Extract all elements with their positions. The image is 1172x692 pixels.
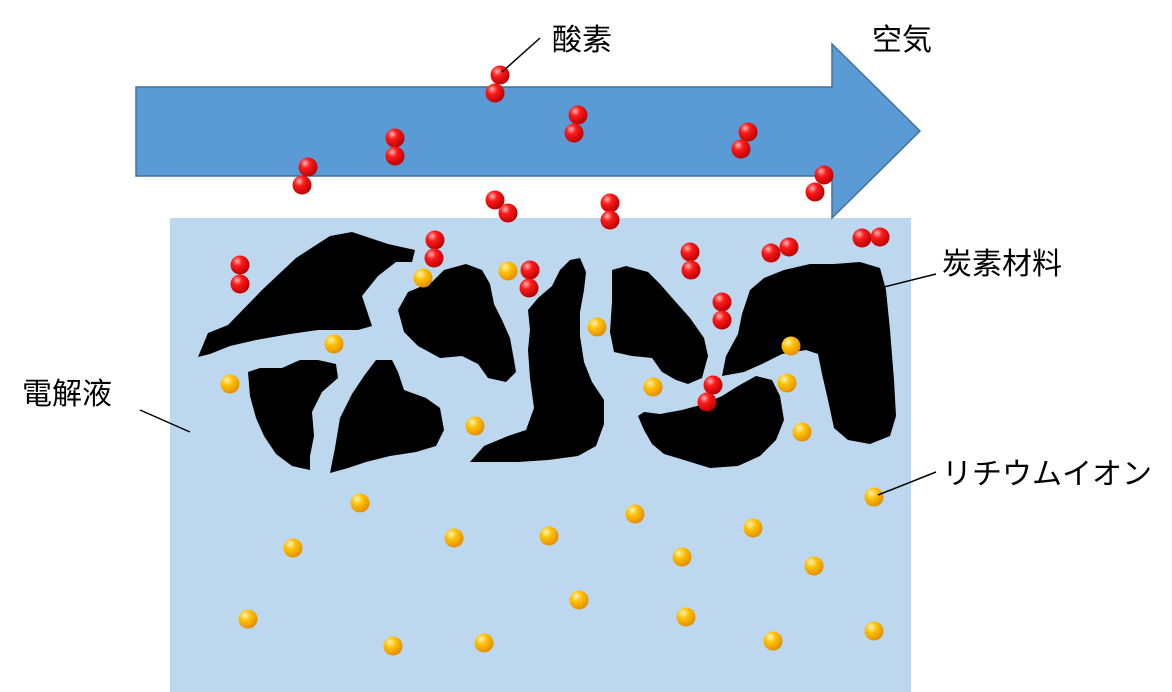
carbon-material [198,232,896,473]
oxygen-atom [498,203,518,223]
carbon-particle [398,264,516,382]
oxygen-atom [731,139,751,159]
oxygen-molecule-icon [385,128,405,166]
oxygen-atom [600,210,620,230]
lithium-ion-icon [804,556,824,576]
lithium-ion-icon [625,504,645,524]
lithium-ion-icon [743,518,763,538]
lithium-ion-icon [792,422,812,442]
oxygen-molecule-icon [697,375,723,412]
lithium-ion-icon [350,493,370,513]
oxygen-molecule-icon [761,237,799,263]
oxygen-molecule-icon [292,157,318,195]
oxygen-molecule-icon [519,260,540,298]
oxygen-atom [712,292,732,312]
carbon-particle [330,360,444,473]
lithium-ion-icon [413,268,433,288]
oxygen-leader-line [501,37,541,73]
lithium-ion-icon [864,621,884,641]
oxygen-atom [564,123,584,143]
lithium-ion-icon [777,373,797,393]
lithium-ion-icon [864,487,884,507]
oxygen-atom [680,242,700,262]
oxygen-molecule-icon [805,165,834,202]
lithium-ion-icon [238,609,258,629]
oxygen-atom [230,255,250,275]
oxygen-atom [814,165,834,185]
carbon-particle [638,376,784,468]
oxygen-atom [805,182,825,202]
oxygen-atom [520,260,540,280]
oxygen-atom [761,243,781,263]
oxygen-molecule-icon [424,230,445,268]
carbon-particle [722,262,896,444]
lithium-ions [220,261,884,656]
oxygen-atom [230,274,250,294]
lithium-ion-icon [569,590,589,610]
oxygen-molecule-icon [564,105,588,143]
oxygen-molecule-icon [731,122,758,159]
oxygen-atom [870,227,890,247]
oxygen-atom [779,237,799,257]
lithium-leader-line [877,471,937,496]
carbon-particle [610,266,708,384]
oxygen-label: 酸素 [552,23,612,58]
lithium-ion-icon [283,538,303,558]
lithium-ion-icon [643,377,663,397]
lithium-ion-icon [539,526,559,546]
oxygen-atom [485,83,505,103]
oxygen-molecule-icon [852,227,890,248]
oxygen-atom [292,175,312,195]
lithium-ion-icon [672,547,692,567]
electrolyte-label: 電解液 [22,377,112,412]
oxygen-atom [681,260,701,280]
oxygen-molecule-icon [712,292,732,330]
lithium-ion-icon [444,528,464,548]
oxygen-atom [712,310,732,330]
oxygen-atom [568,105,588,125]
lithium-ion-icon [676,607,696,627]
lithium-ion-icon [781,336,801,356]
lithium-ion-icon [587,317,607,337]
oxygen-molecule-icon [680,242,701,280]
carbon-particle [198,232,415,357]
lithium-ion-icon [474,633,494,653]
lithium-ion-icon [498,261,518,281]
leader-lines [139,37,937,496]
carbon-particle [248,360,338,470]
oxygen-atom [424,248,444,268]
lithium-ion-icon [465,416,485,436]
lithium-ion-icon [324,334,344,354]
lithium-ion-icon [383,636,403,656]
oxygen-atom [485,190,505,210]
carbon-particle [470,258,604,462]
oxygen-molecule-icon [485,190,518,223]
oxygen-atom [852,228,872,248]
carbon-leader-line [883,273,937,288]
oxygen-atom [385,146,405,166]
oxygen-atom [425,230,445,250]
oxygen-molecule-icon [230,255,250,294]
lithium-ion-label: リチウムイオン [942,457,1152,492]
lithium-ion-icon [763,631,783,651]
lithium-ion-icon [220,374,240,394]
oxygen-atom [703,375,723,395]
oxygen-atom [600,193,620,213]
electrolyte-leader-line [139,409,191,433]
air-flow-arrow [135,42,922,220]
oxygen-atom [519,278,539,298]
oxygen-atom [697,392,717,412]
oxygen-atom [298,157,318,177]
oxygen-molecule-icon [600,193,620,230]
oxygen-atom [738,122,758,142]
carbon-material-label: 炭素材料 [942,247,1062,282]
air-label: 空気 [872,23,932,58]
oxygen-atom [385,128,405,148]
